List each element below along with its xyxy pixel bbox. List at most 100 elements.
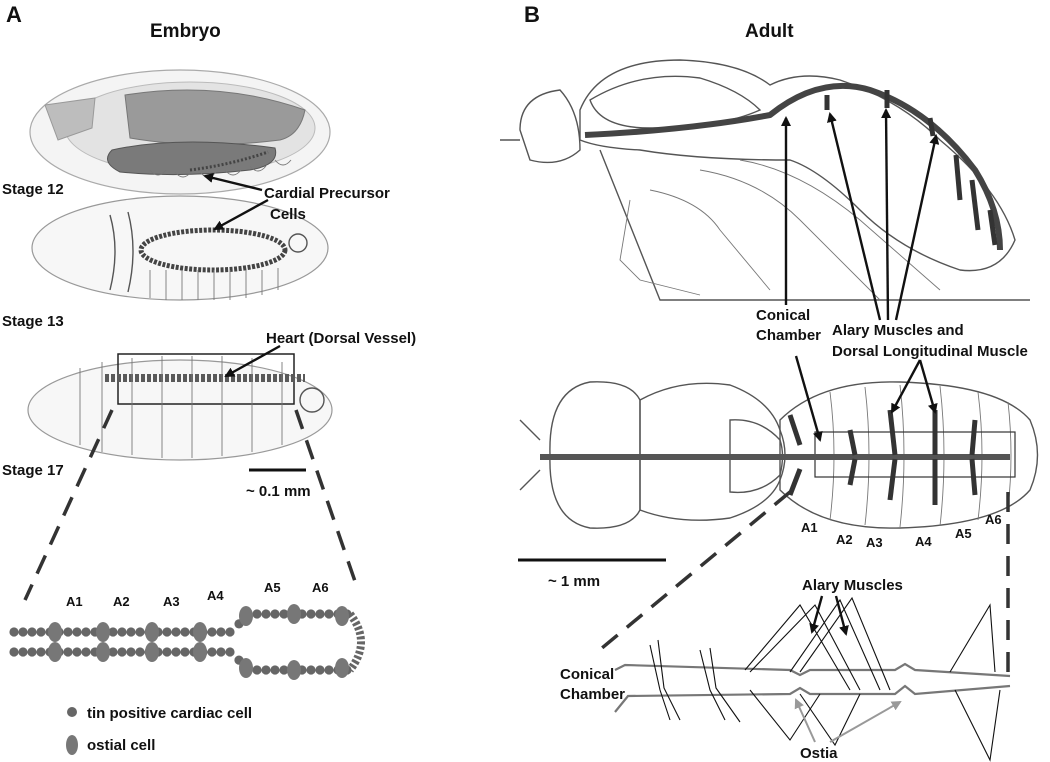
- cardiac-cell: [216, 627, 226, 637]
- dorsal-alary-arrow-1: [890, 359, 922, 414]
- legend-ostial-cell-swatch: [66, 735, 78, 755]
- panel-a-scale-label: ~ 0.1 mm: [246, 483, 311, 500]
- cardiac-cell: [72, 627, 82, 637]
- legend-ostial-cell-label: ostial cell: [87, 737, 155, 754]
- panel-b: B Adult Conical Chamber Alary Muscles an…: [500, 2, 1039, 762]
- panel-a-title: Embryo: [150, 21, 221, 42]
- cardiac-cell: [135, 627, 145, 637]
- panel-b-segment-a4: A4: [915, 534, 932, 549]
- cardial-arrow-lower: [213, 198, 269, 231]
- cardiac-cell: [261, 665, 271, 675]
- cardiac-cell: [225, 627, 235, 637]
- adult-fly-dorsal-view-drawing: [519, 381, 1039, 529]
- panel-a-segment-a5: A5: [264, 580, 281, 595]
- adult-heart-detail-drawing: [614, 596, 1011, 762]
- cardiac-cell: [162, 647, 172, 657]
- cardiac-cell: [135, 647, 145, 657]
- stage-17-label: Stage 17: [2, 462, 64, 479]
- alary-arrow-3: [894, 134, 940, 321]
- ostial-cell: [239, 658, 253, 678]
- cardial-arrow-upper: [203, 173, 263, 192]
- cardiac-cell: [9, 627, 19, 637]
- alary-dorsal-label-line2: Dorsal Longitudinal Muscle: [832, 343, 1028, 360]
- ostial-cell: [145, 642, 159, 662]
- cardiac-cell: [108, 627, 118, 637]
- panel-b-segment-a5: A5: [955, 526, 972, 541]
- panel-a-segment-a3: A3: [163, 594, 180, 609]
- ostial-cell: [193, 622, 207, 642]
- adult-fly-side-view-drawing: [500, 59, 1030, 301]
- cardiac-cell: [171, 627, 181, 637]
- panel-b-zoom-line-left: [600, 490, 792, 650]
- stage-17-embryo-drawing: [27, 353, 333, 461]
- panel-b-segment-a1: A1: [801, 520, 818, 535]
- cardiac-cell: [162, 627, 172, 637]
- panel-a: A Embryo Stage 12: [2, 2, 416, 755]
- detail-alary-arrow-1: [809, 595, 824, 634]
- stage-13-embryo-drawing: [31, 195, 329, 301]
- cardiac-cell: [36, 627, 46, 637]
- cardiac-cell: [252, 665, 262, 675]
- panel-b-segment-a2: A2: [836, 532, 853, 547]
- cardiac-cell: [306, 665, 316, 675]
- cardiac-cell: [270, 665, 280, 675]
- panel-a-segment-a1: A1: [66, 594, 83, 609]
- panel-b-segment-a6: A6: [985, 512, 1002, 527]
- detail-ostia-label: Ostia: [800, 745, 838, 762]
- ostial-cell: [335, 606, 349, 626]
- cardiac-cell: [18, 647, 28, 657]
- cardiac-cell: [126, 627, 136, 637]
- cardial-precursor-label-line2: Cells: [270, 206, 306, 223]
- cardiac-cell: [315, 609, 325, 619]
- cardiac-cell-posterior-cap: [346, 611, 365, 673]
- ostia-arrow-1: [794, 698, 816, 743]
- ostial-cell: [287, 660, 301, 680]
- alary-arrow-2: [881, 108, 892, 321]
- cardiac-cell: [27, 647, 37, 657]
- cardiac-cell: [9, 647, 19, 657]
- detail-alary-muscles-label: Alary Muscles: [802, 577, 903, 594]
- stage-12-embryo-drawing: [29, 69, 331, 195]
- cardiac-cell: [252, 609, 262, 619]
- cardiac-cell: [180, 647, 190, 657]
- cardiac-cell: [225, 647, 235, 657]
- ostial-cell: [193, 642, 207, 662]
- side-conical-chamber-label-line2: Chamber: [756, 327, 821, 344]
- heart-dorsal-vessel-label: Heart (Dorsal Vessel): [266, 330, 416, 347]
- cardiac-cell: [171, 647, 181, 657]
- ostial-cell: [335, 658, 349, 678]
- detail-conical-chamber-label-line1: Conical: [560, 666, 614, 683]
- dorsal-conical-arrow: [794, 355, 823, 442]
- cardiac-cell: [324, 665, 334, 675]
- cardiac-cell: [324, 609, 334, 619]
- cardiac-cell: [81, 627, 91, 637]
- ostial-cell: [239, 606, 253, 626]
- ostial-cell: [48, 622, 62, 642]
- cardiac-cell: [72, 647, 82, 657]
- cardiac-cell-chain: [9, 604, 365, 680]
- alary-arrow-1: [827, 112, 882, 321]
- cardiac-cell: [207, 647, 217, 657]
- cardiac-cell: [315, 665, 325, 675]
- ostia-arrow-2: [829, 701, 902, 743]
- cardiac-cell: [270, 609, 280, 619]
- ostial-cell: [96, 622, 110, 642]
- cardiac-cell: [18, 627, 28, 637]
- ostial-cell: [48, 642, 62, 662]
- panel-b-segment-a3: A3: [866, 535, 883, 550]
- heart-arrow: [224, 344, 281, 378]
- panel-a-segment-a6: A6: [312, 580, 329, 595]
- cardiac-cell: [306, 609, 316, 619]
- cardiac-cell: [63, 627, 73, 637]
- panel-a-segment-a4: A4: [207, 588, 224, 603]
- cardiac-cell: [279, 609, 289, 619]
- stage-13-label: Stage 13: [2, 313, 64, 330]
- panel-a-segment-a2: A2: [113, 594, 130, 609]
- cardiac-cell: [117, 627, 127, 637]
- legend-cardiac-cell-label: tin positive cardiac cell: [87, 705, 252, 722]
- dorsal-alary-arrow-2: [918, 359, 938, 414]
- cardiac-cell: [63, 647, 73, 657]
- panel-a-letter: A: [6, 2, 22, 27]
- ostial-cell: [145, 622, 159, 642]
